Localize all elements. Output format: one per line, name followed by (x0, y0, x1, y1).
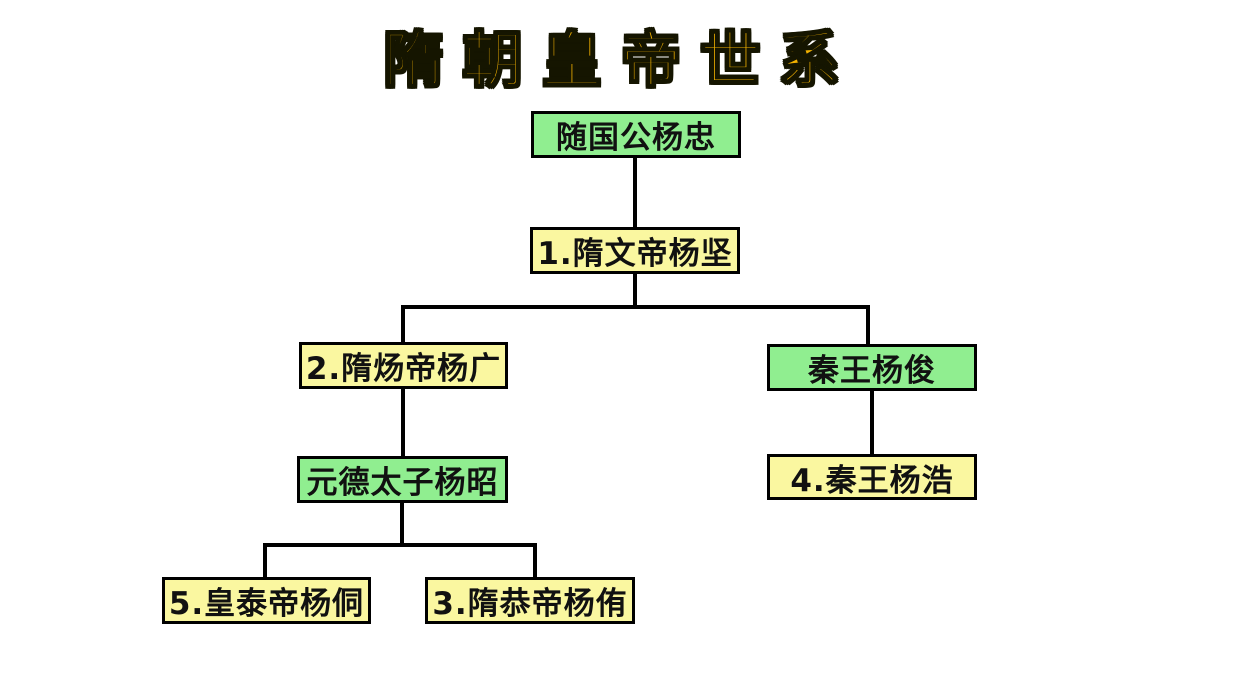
tree-node-label: 4.秦王杨浩 (790, 462, 954, 499)
connector-yangjun-yanghao (870, 391, 874, 454)
tree-node-yang-zhao: 元德太子杨昭 (297, 456, 508, 503)
tree-node-yang-tong: 5.皇泰帝杨侗 (162, 577, 371, 624)
tree-node-label: 元德太子杨昭 (306, 465, 499, 501)
connector-yangzhao-stem (400, 503, 404, 547)
connector-drop-yangtong (263, 543, 267, 577)
tree-node-yang-zhong: 随国公杨忠 (531, 111, 741, 158)
tree-node-label: 秦王杨俊 (808, 353, 936, 389)
connector-yangdi-yangzhao (401, 389, 405, 456)
connector-drop-yangdi (401, 305, 405, 342)
connector-wendi-children-bar (401, 305, 870, 309)
tree-node-qin-wang-yang-jun: 秦王杨俊 (767, 344, 977, 391)
tree-node-label: 5.皇泰帝杨侗 (168, 586, 365, 622)
tree-node-yang-hao: 4.秦王杨浩 (767, 454, 977, 500)
tree-node-yang-you: 3.隋恭帝杨侑 (425, 577, 635, 624)
connector-drop-yangjun (866, 305, 870, 345)
connector-yangzhong-wendi (633, 158, 637, 227)
tree-node-wen-di: 1.隋文帝杨坚 (530, 227, 740, 274)
tree-node-label: 3.隋恭帝杨侑 (432, 586, 628, 622)
connector-wendi-stem (633, 274, 637, 309)
tree-node-label: 2.隋炀帝杨广 (305, 351, 502, 387)
tree-node-label: 1.隋文帝杨坚 (537, 236, 733, 272)
tree-node-yang-di: 2.隋炀帝杨广 (299, 342, 508, 389)
tree-node-label: 随国公杨忠 (556, 120, 716, 156)
connector-yangzhao-children-bar (263, 543, 537, 547)
page-title: 隋朝皇帝世系 (382, 25, 859, 97)
connector-drop-yangyou (533, 543, 537, 577)
